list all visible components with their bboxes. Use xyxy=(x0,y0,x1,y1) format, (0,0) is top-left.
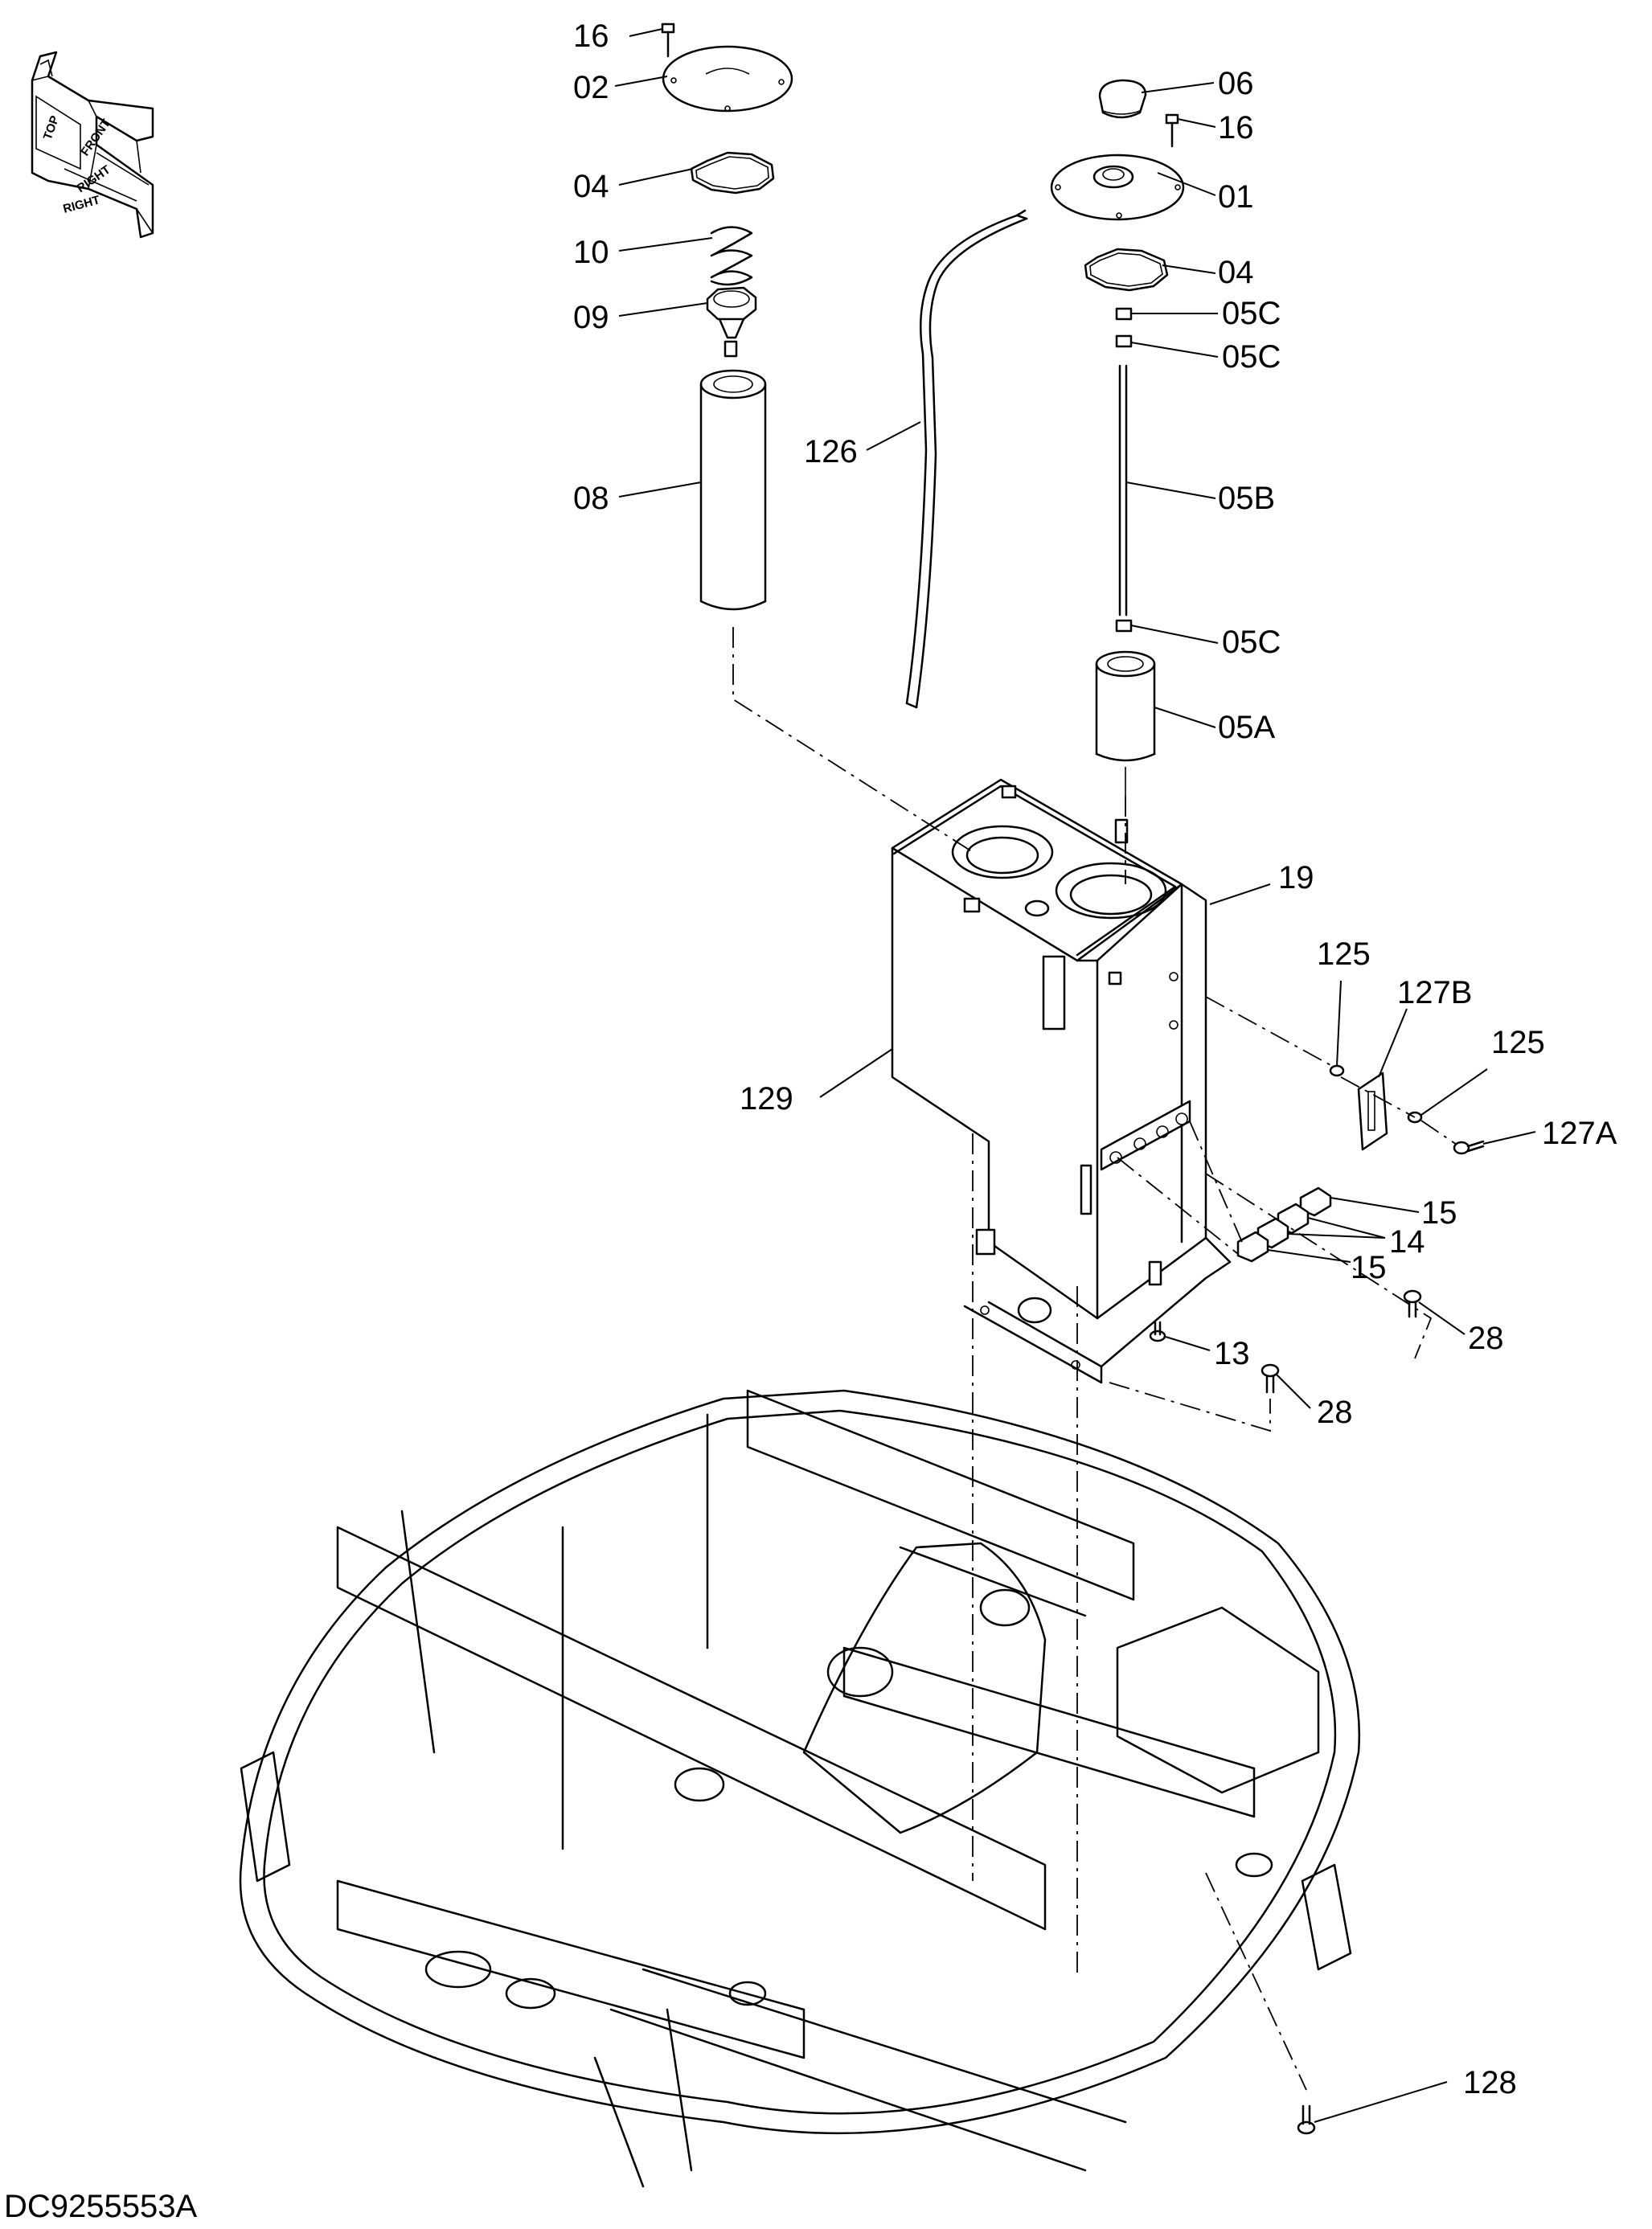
callout-28-right: 28 xyxy=(1468,1321,1504,1356)
callout-05c-upper: 05C xyxy=(1222,296,1281,331)
hydraulic-tank-19 xyxy=(891,778,1232,1384)
strainer-05a xyxy=(1095,650,1156,796)
callout-05c-lower: 05C xyxy=(1222,625,1281,660)
clamp-assembly-127 xyxy=(1329,1064,1485,1155)
callout-05c-middle: 05C xyxy=(1222,339,1281,375)
callout-126: 126 xyxy=(804,434,858,469)
callout-19: 19 xyxy=(1278,860,1314,895)
nut-05c-middle xyxy=(1115,334,1133,348)
callout-02: 02 xyxy=(573,70,609,105)
bolt-28-right xyxy=(1403,1289,1422,1318)
bolt-16-left xyxy=(661,23,675,58)
callout-05a: 05A xyxy=(1218,710,1275,745)
assembly-centerlines xyxy=(732,627,1457,2091)
leader-lines xyxy=(614,28,1536,2123)
bolt-13 xyxy=(1149,1321,1166,1342)
o-ring-04-right xyxy=(1084,248,1169,292)
callout-128: 128 xyxy=(1463,2065,1517,2100)
filter-element-08 xyxy=(699,369,767,611)
callout-127b: 127B xyxy=(1397,975,1472,1010)
callout-125-left: 125 xyxy=(1317,936,1371,972)
callout-09: 09 xyxy=(573,300,609,335)
callout-28-lower: 28 xyxy=(1317,1395,1353,1430)
orient-top-label: TOP xyxy=(41,114,62,142)
callout-08: 08 xyxy=(573,481,609,516)
document-id: DC9255553A xyxy=(4,2189,197,2224)
callout-13: 13 xyxy=(1214,1336,1250,1371)
filler-cap-06 xyxy=(1098,79,1147,119)
callout-15-upper: 15 xyxy=(1421,1195,1457,1231)
callout-125-right: 125 xyxy=(1491,1025,1545,1060)
callout-labels: 16 02 04 10 09 08 126 06 16 01 04 05C 05… xyxy=(573,18,1617,2100)
breather-hose-126 xyxy=(905,209,1028,709)
callout-05b: 05B xyxy=(1218,481,1275,516)
o-ring-04-left xyxy=(690,151,775,195)
orientation-cube-icon: TOP FRONT RIGHT RIGHT xyxy=(31,51,154,239)
callout-15-lower: 15 xyxy=(1351,1250,1387,1285)
nut-05c-lower xyxy=(1115,619,1133,633)
callout-129: 129 xyxy=(740,1081,793,1117)
callout-10: 10 xyxy=(573,235,609,270)
callout-04-left: 04 xyxy=(573,169,609,204)
callout-01: 01 xyxy=(1218,179,1254,215)
callout-16-right: 16 xyxy=(1218,110,1254,145)
washer-125-left xyxy=(1329,1064,1345,1077)
upper-frame xyxy=(239,1389,1360,2188)
callout-14: 14 xyxy=(1389,1224,1425,1260)
bolt-127a xyxy=(1453,1140,1485,1155)
orient-right-lower-label: RIGHT xyxy=(62,193,101,216)
clamp-127b xyxy=(1357,1071,1388,1151)
left-filter-stack xyxy=(661,23,793,611)
callout-16-left: 16 xyxy=(573,18,609,54)
bolt-28-lower xyxy=(1261,1363,1280,1394)
bolt-16-right xyxy=(1165,113,1179,148)
bolt-128 xyxy=(1297,2104,1316,2135)
spring-10 xyxy=(710,226,753,286)
rod-05b xyxy=(1118,364,1128,617)
nut-05c-upper xyxy=(1115,307,1133,321)
callout-127a: 127A xyxy=(1542,1116,1617,1151)
right-strainer-stack xyxy=(1050,79,1185,796)
callout-04-right: 04 xyxy=(1218,255,1254,290)
cover-plate-01 xyxy=(1050,154,1185,221)
cover-plate-02 xyxy=(662,45,793,113)
callout-06: 06 xyxy=(1218,66,1254,101)
bypass-valve-09 xyxy=(706,286,757,358)
